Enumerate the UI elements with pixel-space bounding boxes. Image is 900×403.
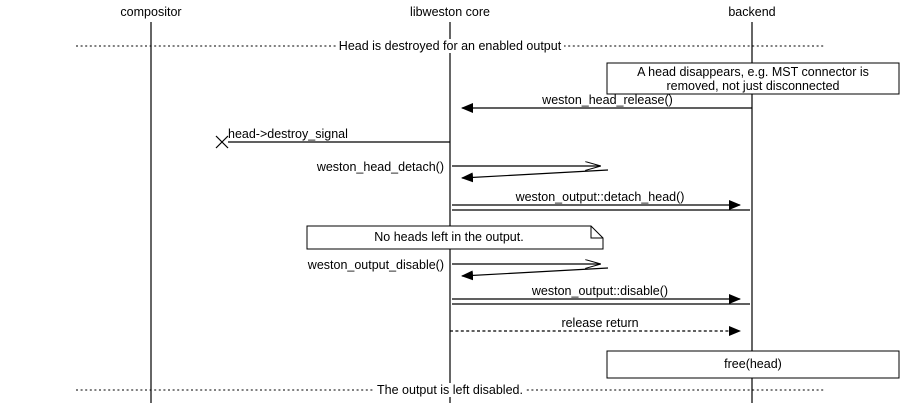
note-no-heads-left-shape [306,225,604,250]
arrow-weston-output-disable-self [452,264,609,281]
note-head-disappears-line1: A head disappears, e.g. MST connector is [637,65,869,79]
note-head-disappears-shape [606,62,900,95]
arrow-weston-head-detach-self [452,166,609,183]
arrow-weston-output-disable [452,294,750,305]
msg-label-weston-head-release: weston_head_release() [542,93,673,107]
arrow-head-destroy-signal [215,135,450,149]
divider-label-bottom-text: The output is left disabled. [374,383,526,397]
actor-label-compositor: compositor [120,5,182,19]
divider-label-top: Head is destroyed for an enabled output [290,39,610,53]
divider-label-bottom: The output is left disabled. [330,383,570,397]
box-free-head-label: free(head) [724,357,782,371]
divider-label-top-text: Head is destroyed for an enabled output [335,39,565,53]
note-no-heads-left-line1: No heads left in the output. [374,230,524,244]
msg-label-weston-head-detach: weston_head_detach() [316,160,444,174]
box-free-head-shape [606,350,900,379]
msg-label-weston-output-detach-head: weston_output::detach_head() [515,190,685,204]
msg-label-weston-output-disable-self: weston_output_disable() [307,258,444,272]
actor-label-backend: backend [728,5,776,19]
actor-label-libweston-core: libweston core [410,5,490,19]
msg-label-release-return: release return [561,316,639,330]
msg-label-head-destroy-signal: head->destroy_signal [228,127,348,141]
note-head-disappears-line2: removed, not just disconnected [666,79,840,93]
arrow-weston-output-detach-head [452,200,750,211]
msg-label-weston-output-disable: weston_output::disable() [531,284,669,298]
